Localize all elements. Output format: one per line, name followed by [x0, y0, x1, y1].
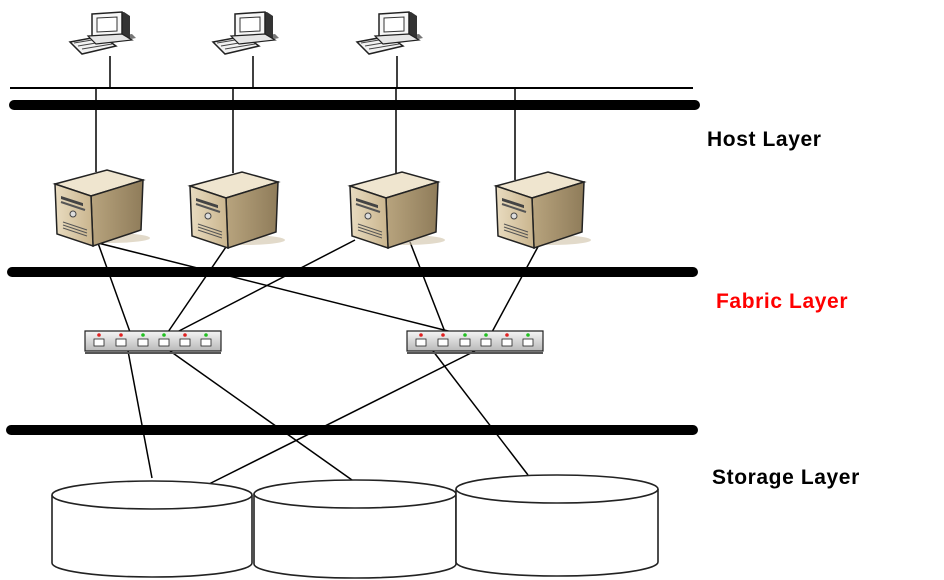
desktop-computer-icon [211, 11, 279, 55]
storage-layer-label: Storage Layer [712, 466, 860, 489]
desktop-computer-icon [355, 11, 423, 55]
desktop-computer-icon [68, 11, 136, 55]
tower-server-icon [493, 171, 591, 250]
network-switch-icon [84, 330, 222, 354]
server-to-switch-links [97, 239, 541, 333]
disk-cylinder-icon [455, 474, 659, 577]
switch-to-storage-links [127, 341, 529, 485]
disk-cylinder-icon [51, 480, 253, 578]
host-layer-label: Host Layer [707, 128, 822, 151]
disk-cylinder-icon [253, 479, 457, 579]
network-switch-icon [406, 330, 544, 354]
tower-server-icon [347, 171, 445, 250]
fabric-layer-label: Fabric Layer [716, 290, 849, 313]
workstation-links [109, 56, 398, 88]
tower-server-icon [187, 171, 285, 250]
tower-server-icon [52, 169, 150, 248]
